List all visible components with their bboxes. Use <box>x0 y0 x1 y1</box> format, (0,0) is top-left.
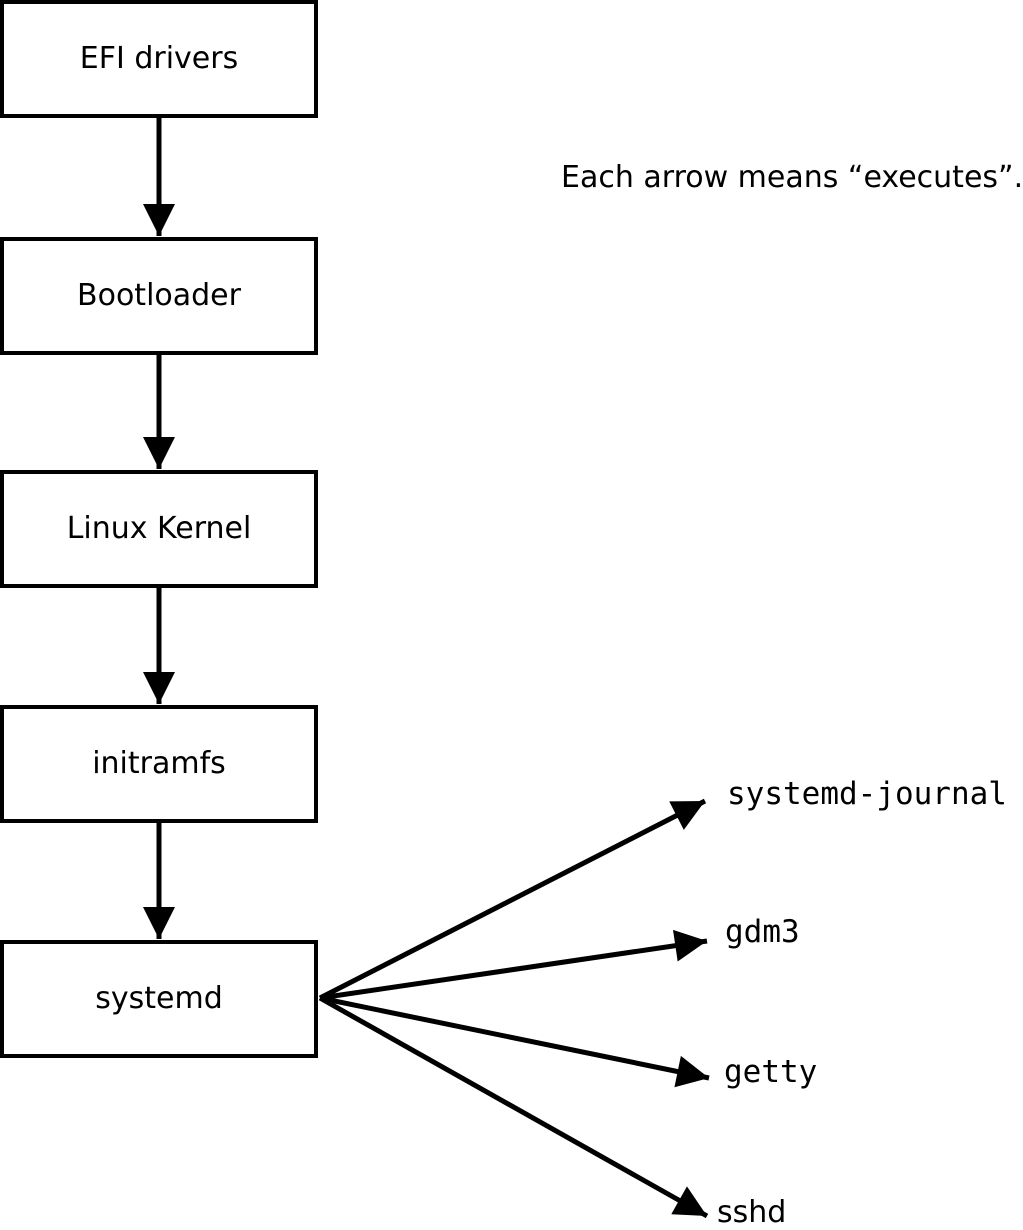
edge-systemd-to-journal <box>318 798 707 1001</box>
node-bootloader: Bootloader <box>0 237 318 355</box>
node-linux-kernel-label: Linux Kernel <box>66 511 252 546</box>
annotation-arrow-meaning: Each arrow means “executes”. <box>561 160 1023 195</box>
node-efi-drivers-label: EFI drivers <box>79 41 239 76</box>
label-gdm3: gdm3 <box>725 914 800 950</box>
node-bootloader-label: Bootloader <box>77 278 241 313</box>
label-getty: getty <box>724 1054 818 1090</box>
edge-systemd-to-getty <box>319 995 710 1088</box>
node-systemd: systemd <box>0 940 318 1058</box>
node-efi-drivers: EFI drivers <box>0 0 318 118</box>
node-systemd-label: systemd <box>95 981 223 1016</box>
edge-systemd-to-gdm3 <box>319 929 708 1001</box>
label-systemd-journal: systemd-journal <box>727 776 1007 812</box>
edge-systemd-to-sshd <box>318 995 709 1219</box>
node-initramfs: initramfs <box>0 705 318 823</box>
label-sshd: sshd <box>717 1195 787 1230</box>
node-initramfs-label: initramfs <box>92 746 226 781</box>
node-linux-kernel: Linux Kernel <box>0 470 318 588</box>
